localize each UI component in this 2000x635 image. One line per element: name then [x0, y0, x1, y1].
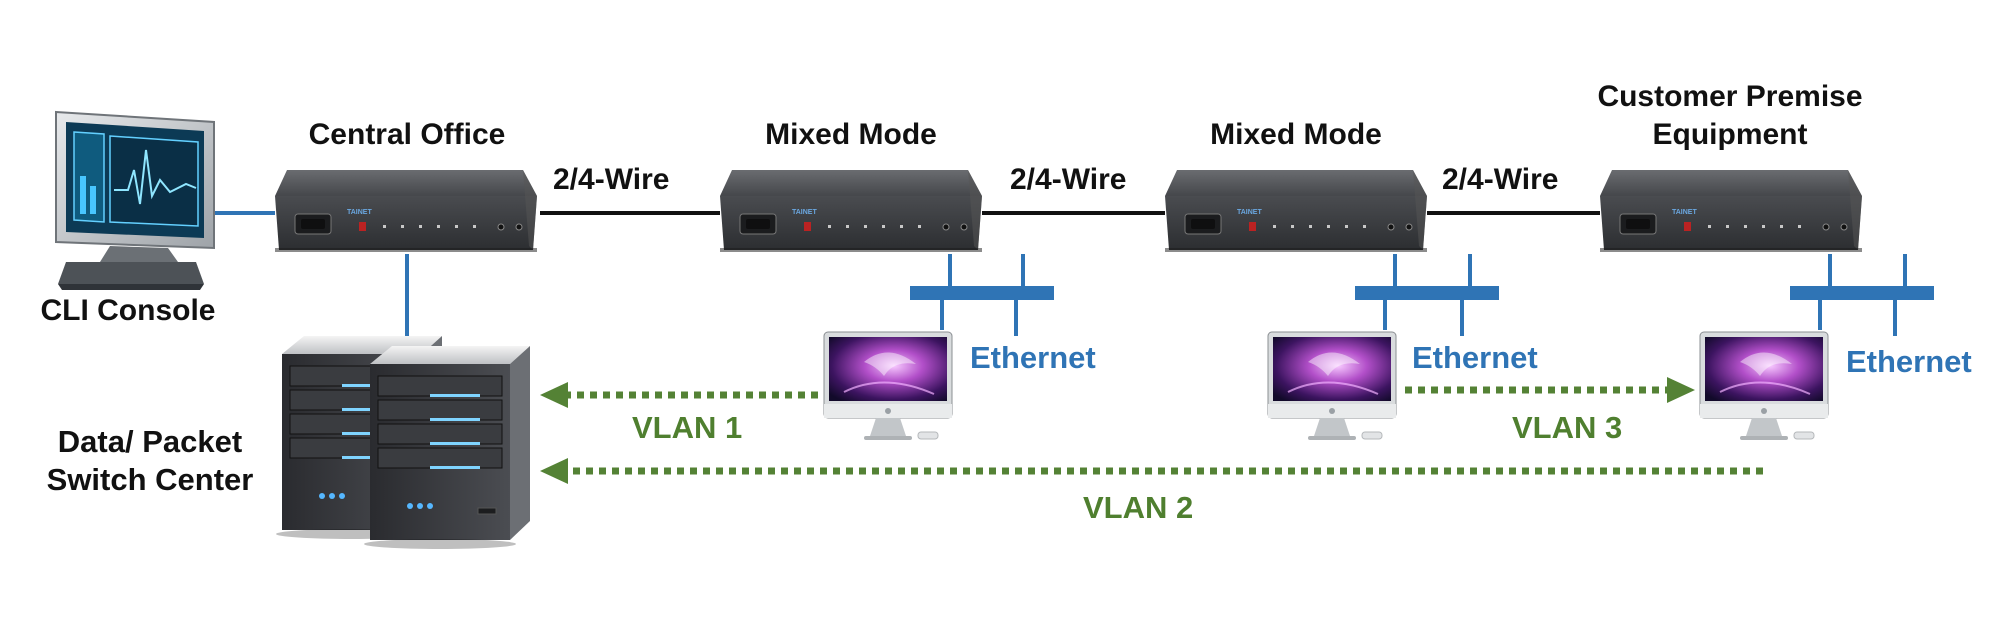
central-office-device: [274, 169, 538, 253]
wire-label-2: 2/4-Wire: [1010, 163, 1127, 196]
data-center-label-line-1: Data/ Packet: [57, 424, 243, 459]
cli-console-label: CLI Console: [40, 294, 216, 327]
wire-label-1: 2/4-Wire: [553, 163, 670, 196]
server-tower-right: [363, 345, 531, 550]
ethernet-bus-3: [1790, 286, 1934, 300]
vlan-1-label: VLAN 1: [632, 410, 743, 445]
vlan-3-label: VLAN 3: [1512, 410, 1623, 445]
mixed-mode-device-1: [719, 169, 983, 253]
data-center-label-line-2: Switch Center: [46, 462, 254, 497]
vlan-paths: [565, 386, 1763, 475]
ethernet-bus-1: [910, 286, 1054, 300]
wire-label-3: 2/4-Wire: [1442, 163, 1559, 196]
vlan-2-label: VLAN 2: [1083, 490, 1194, 525]
cli-console-icon: [55, 110, 215, 290]
mixed-mode-label-1: Mixed Mode: [765, 118, 937, 151]
vlan-1-arrowhead: [540, 382, 568, 408]
computer-icon-3: [1699, 331, 1829, 441]
computer-icon-2: [1267, 331, 1397, 441]
vlan-arrowheads: [540, 377, 1695, 484]
cpe-label-line-1: Customer Premise: [1597, 80, 1863, 113]
ethernet-links: [212, 211, 1934, 336]
ethernet-label-1: Ethernet: [970, 340, 1096, 375]
ethernet-label-2: Ethernet: [1412, 340, 1538, 375]
data-center-servers-icon: [275, 335, 531, 550]
vlan-2-arrowhead: [540, 458, 568, 484]
ethernet-bus-2: [1355, 286, 1499, 300]
computer-icon-1: [823, 331, 953, 441]
central-office-label: Central Office: [308, 118, 506, 151]
vlan-3-arrowhead: [1667, 377, 1695, 403]
cpe-device: [1599, 169, 1863, 253]
ethernet-label-3: Ethernet: [1846, 344, 1972, 379]
cpe-label-line-2: Equipment: [1652, 118, 1808, 151]
mixed-mode-label-2: Mixed Mode: [1210, 118, 1382, 151]
mixed-mode-device-2: [1164, 169, 1428, 253]
